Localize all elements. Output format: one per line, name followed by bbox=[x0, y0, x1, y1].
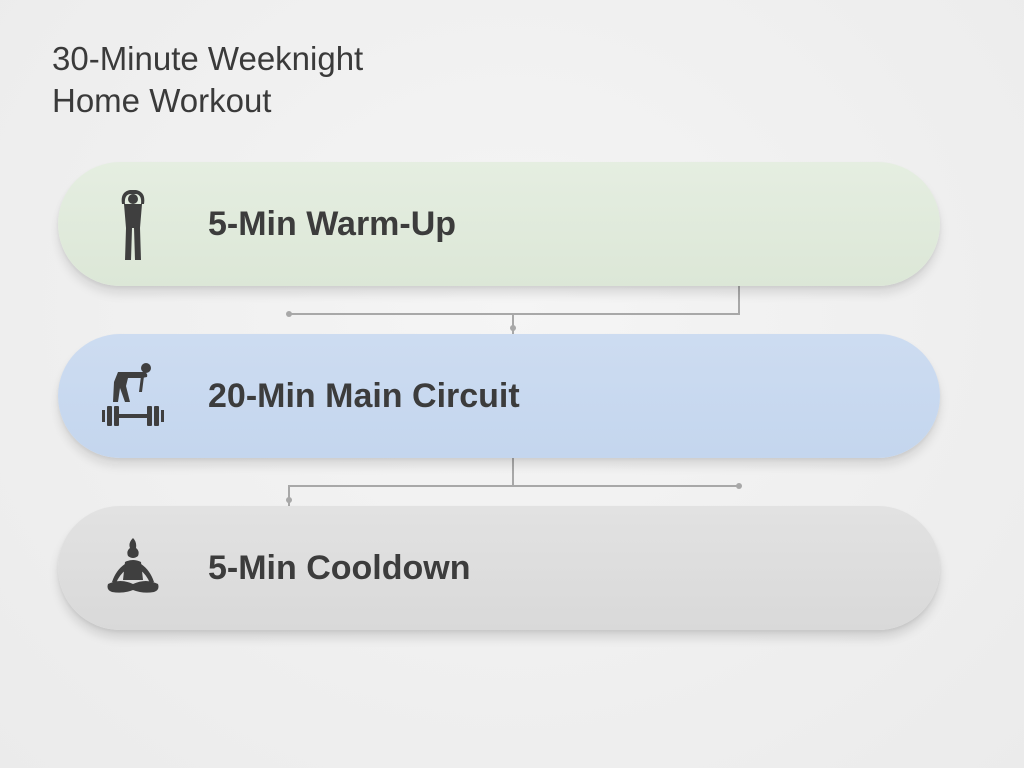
connector-node bbox=[510, 325, 516, 331]
step-main-circuit: 20-Min Main Circuit bbox=[58, 334, 940, 458]
diagram-title: 30-Minute Weeknight Home Workout bbox=[52, 38, 363, 122]
connector-main-to-cooldown bbox=[288, 458, 739, 506]
step-cooldown-label: 5-Min Cooldown bbox=[208, 549, 471, 587]
title-line-2: Home Workout bbox=[52, 82, 272, 119]
connector-node bbox=[286, 311, 292, 317]
step-cooldown: 5-Min Cooldown bbox=[58, 506, 940, 630]
title-line-1: 30-Minute Weeknight bbox=[52, 40, 364, 77]
meditation-icon bbox=[98, 528, 168, 608]
connector-warmup-to-main bbox=[289, 286, 740, 334]
stretching-person-icon bbox=[98, 184, 168, 264]
connector-node bbox=[286, 497, 292, 503]
step-main-circuit-label: 20-Min Main Circuit bbox=[208, 377, 520, 415]
step-warmup-label: 5-Min Warm-Up bbox=[208, 205, 457, 243]
weightlifting-icon bbox=[98, 356, 168, 436]
connector-node bbox=[736, 483, 742, 489]
step-warmup: 5-Min Warm-Up bbox=[58, 162, 940, 286]
